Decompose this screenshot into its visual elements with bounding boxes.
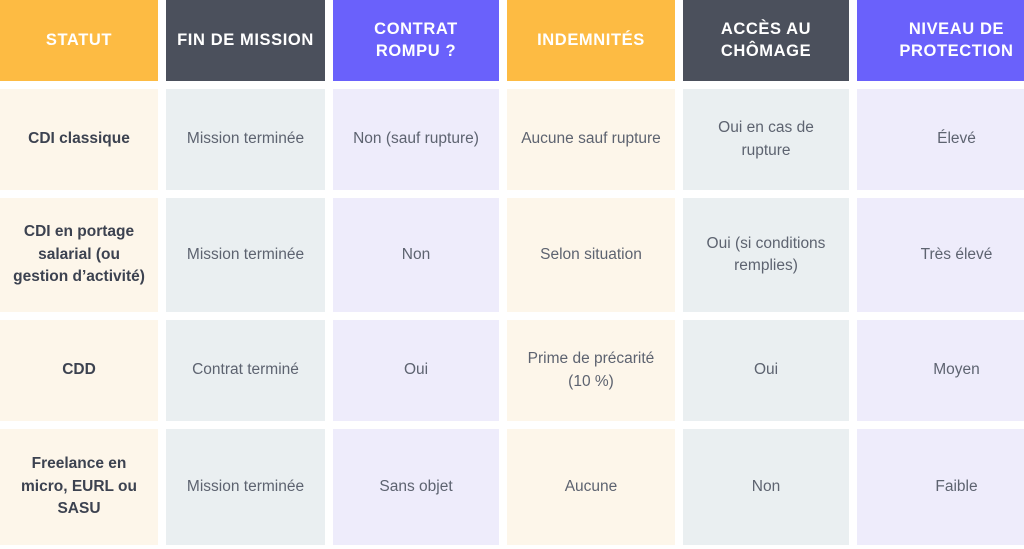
- table-cell: Mission terminée: [166, 429, 325, 545]
- table-cell: Aucune sauf rupture: [507, 89, 675, 190]
- table-cell: Oui (si conditions remplies): [683, 198, 849, 312]
- row-label-cell: CDD: [0, 320, 158, 421]
- table-cell: Oui: [683, 320, 849, 421]
- table-cell: Prime de précarité (10 %): [507, 320, 675, 421]
- column-header-indemnites: INDEMNITÉS: [507, 0, 675, 81]
- column-header-contrat-rompu: CONTRAT ROMPU ?: [333, 0, 499, 81]
- column-header-niveau-de-protection: NIVEAU DE PROTECTION: [857, 0, 1024, 81]
- table-row: CDI classique Mission terminée Non (sauf…: [0, 89, 1024, 190]
- table-row: Freelance en micro, EURL ou SASU Mission…: [0, 429, 1024, 545]
- table-cell: Oui: [333, 320, 499, 421]
- table-cell: Contrat terminé: [166, 320, 325, 421]
- table-cell: Sans objet: [333, 429, 499, 545]
- table-row: CDI en portage salarial (ou gestion d’ac…: [0, 198, 1024, 312]
- row-label-cell: CDI en portage salarial (ou gestion d’ac…: [0, 198, 158, 312]
- table-row: CDD Contrat terminé Oui Prime de précari…: [0, 320, 1024, 421]
- table-cell: Faible: [857, 429, 1024, 545]
- table-cell: Non (sauf rupture): [333, 89, 499, 190]
- column-header-acces-au-chomage: ACCÈS AU CHÔMAGE: [683, 0, 849, 81]
- table-cell: Selon situation: [507, 198, 675, 312]
- column-header-statut: STATUT: [0, 0, 158, 81]
- row-label-cell: CDI classique: [0, 89, 158, 190]
- table-cell: Non: [683, 429, 849, 545]
- table-cell: Élevé: [857, 89, 1024, 190]
- table-cell: Oui en cas de rupture: [683, 89, 849, 190]
- table-cell: Moyen: [857, 320, 1024, 421]
- table-cell: Mission terminée: [166, 198, 325, 312]
- table-header-row: STATUT FIN DE MISSION CONTRAT ROMPU ? IN…: [0, 0, 1024, 81]
- table-cell: Mission terminée: [166, 89, 325, 190]
- table-cell: Très élevé: [857, 198, 1024, 312]
- column-header-fin-de-mission: FIN DE MISSION: [166, 0, 325, 81]
- row-label-cell: Freelance en micro, EURL ou SASU: [0, 429, 158, 545]
- table-cell: Aucune: [507, 429, 675, 545]
- table-cell: Non: [333, 198, 499, 312]
